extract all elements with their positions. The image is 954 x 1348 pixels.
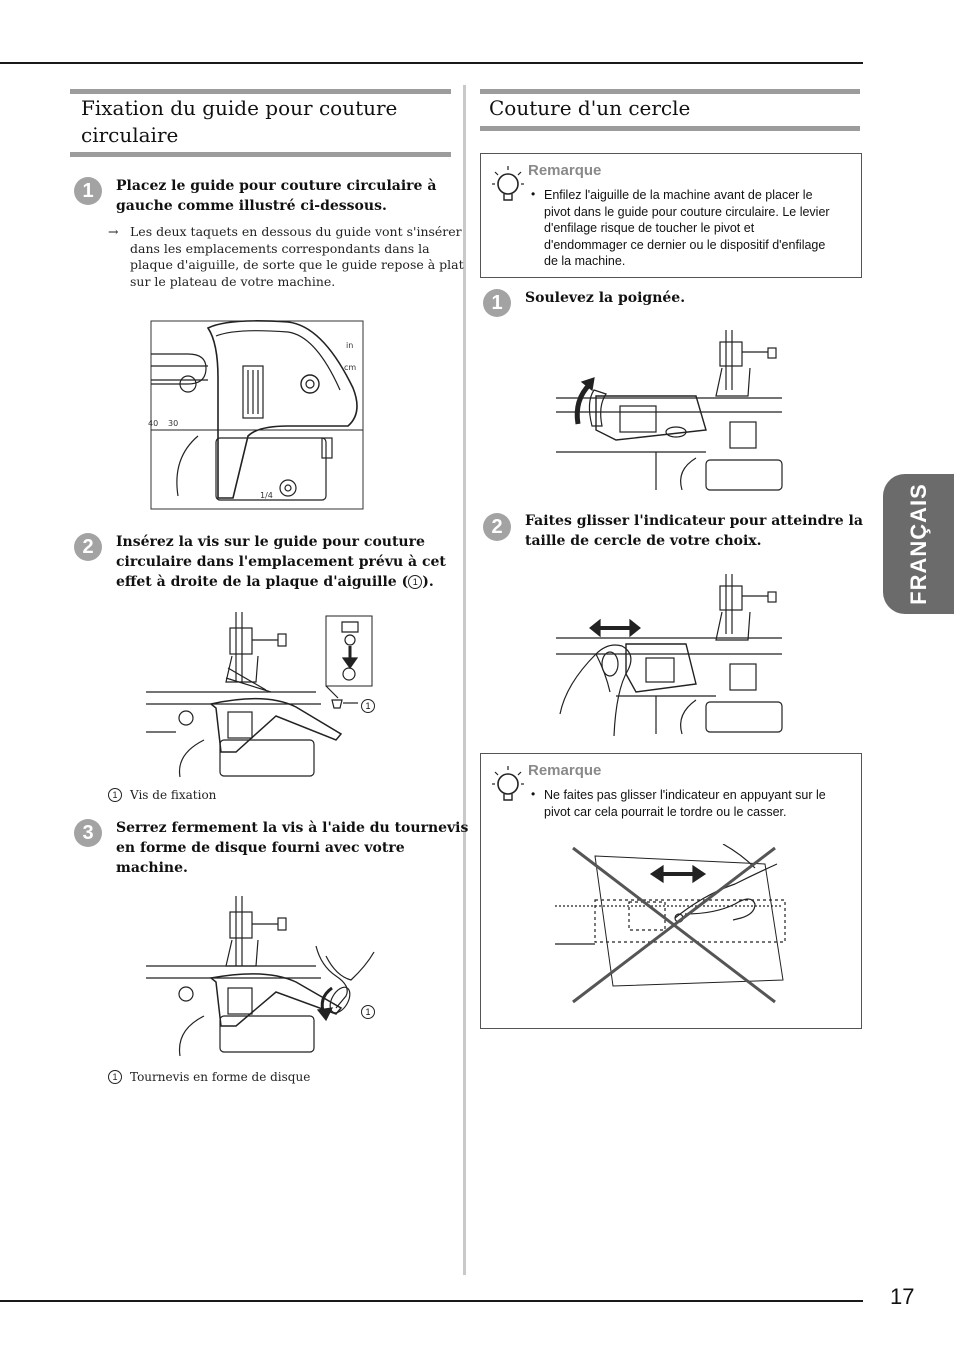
step-text-right-1: Soulevez la poignée. (525, 288, 685, 308)
step-line-part: effet à droite de la plaque d'aiguille ( (116, 574, 409, 590)
left-section-title: Fixation du guide pour couture circulair… (81, 95, 397, 149)
note-title-1: Remarque (528, 162, 602, 179)
legend-screw: 1 Vis de fixation (108, 787, 216, 803)
right-section-bar-top (480, 89, 860, 94)
note-line: pivot dans le guide pour couture circula… (544, 204, 830, 219)
step-line: Insérez la vis sur le guide pour couture (116, 534, 425, 550)
language-tab: FRANÇAIS (883, 474, 954, 614)
step-line: Faites glisser l'indicateur pour atteind… (525, 513, 863, 529)
step-line: en forme de disque fourni avec votre (116, 840, 405, 856)
fig1-label-30: 30 (168, 419, 178, 428)
figure-raise-handle (556, 330, 784, 492)
fig1-label-40: 40 (148, 419, 158, 428)
step-line: Serrez fermement la vis à l'aide du tour… (116, 820, 469, 836)
result-line: dans les emplacements correspondants dan… (130, 240, 430, 256)
step-line-part: ). (422, 574, 434, 590)
left-section-title-line1: Fixation du guide pour couture (81, 96, 398, 120)
left-section-bar-top (70, 89, 451, 94)
left-section-bar-bottom (70, 152, 451, 157)
note-box-1: Remarque • Enfilez l'aiguille de la mach… (480, 153, 862, 278)
step-line: effet à droite de la plaque d'aiguille (… (116, 572, 446, 592)
note-text-2: Ne faites pas glisser l'indicateur en ap… (544, 787, 826, 820)
left-section-title-line2: circulaire (81, 123, 179, 147)
result-line: Les deux taquets en dessous du guide von… (130, 224, 462, 239)
note-text-1: Enfilez l'aiguille de la machine avant d… (544, 187, 830, 270)
note-line: pivot car cela pourrait le tordre ou le … (544, 804, 787, 819)
right-section-title: Couture d'un cercle (489, 96, 691, 120)
figure-guide-placement: in cm 40 30 1/4 (148, 318, 366, 512)
legend-marker: 1 (108, 788, 122, 802)
step-text-left-3: Serrez fermement la vis à l'aide du tour… (116, 818, 468, 878)
fig1-label-cm: cm (344, 363, 356, 372)
lightbulb-icon (491, 764, 525, 806)
figure-tighten-screw-callout: 1 (361, 1001, 375, 1020)
step-badge-left-2: 2 (74, 533, 102, 561)
column-divider (463, 85, 466, 1275)
result-line: plaque d'aiguille, de sorte que le guide… (130, 257, 464, 272)
legend-marker: 1 (108, 1070, 122, 1084)
callout-marker: 1 (361, 1005, 375, 1019)
note-line: Ne faites pas glisser l'indicateur en ap… (544, 788, 826, 802)
note-box-2: Remarque • Ne faites pas glisser l'indic… (480, 753, 862, 1029)
fig1-label-in: in (346, 341, 353, 350)
note-line: d'endommager ce dernier ou le dispositif… (544, 237, 826, 252)
legend-screwdriver: 1 Tournevis en forme de disque (108, 1069, 310, 1085)
step-text-right-2: Faites glisser l'indicateur pour atteind… (525, 511, 863, 551)
arrow-right-icon: → (108, 224, 119, 239)
top-rule (0, 62, 863, 64)
right-section-bar-bottom (480, 126, 860, 131)
legend-text: Vis de fixation (130, 788, 217, 802)
figure-insert-screw-callout: 1 (361, 695, 375, 714)
figure-wrong-method (555, 844, 787, 1014)
callout-marker: 1 (408, 575, 423, 589)
step-badge-left-1: 1 (74, 177, 102, 205)
step-badge-left-3: 3 (74, 819, 102, 847)
note-line: Enfilez l'aiguille de la machine avant d… (544, 188, 813, 202)
fig1-label-quarter: 1/4 (260, 491, 273, 500)
page-number: 17 (890, 1284, 915, 1309)
note-bullet: • (531, 787, 536, 801)
step-line: Soulevez la poignée. (525, 290, 686, 306)
note-line: de la machine. (544, 254, 626, 268)
step-line: Placez le guide pour couture circulaire … (116, 178, 437, 194)
step-line: circulaire dans l'emplacement prévu à ce… (116, 554, 446, 570)
figure-slide-indicator (556, 574, 784, 736)
step-badge-right-2: 2 (483, 513, 511, 541)
note-line: d'enfilage risque de toucher le pivot et (544, 221, 755, 235)
callout-marker: 1 (361, 699, 375, 713)
bottom-rule (0, 1300, 863, 1302)
lightbulb-icon (491, 164, 525, 206)
step-text-left-1: Placez le guide pour couture circulaire … (116, 176, 436, 216)
step-text-left-2: Insérez la vis sur le guide pour couture… (116, 532, 446, 592)
language-tab-label: FRANÇAIS (905, 483, 931, 605)
step-result-left-1: Les deux taquets en dessous du guide von… (130, 224, 464, 290)
figure-insert-screw (146, 612, 376, 782)
result-line: sur le plateau de votre machine. (130, 273, 336, 289)
note-bullet: • (531, 187, 536, 201)
step-line: gauche comme illustré ci-dessous. (116, 198, 387, 214)
note-title-2: Remarque (528, 762, 602, 779)
figure-tighten-screw (146, 896, 376, 1066)
legend-text: Tournevis en forme de disque (130, 1070, 311, 1084)
step-line: machine. (116, 860, 188, 876)
step-badge-right-1: 1 (483, 289, 511, 317)
step-line: taille de cercle de votre choix. (525, 533, 762, 549)
